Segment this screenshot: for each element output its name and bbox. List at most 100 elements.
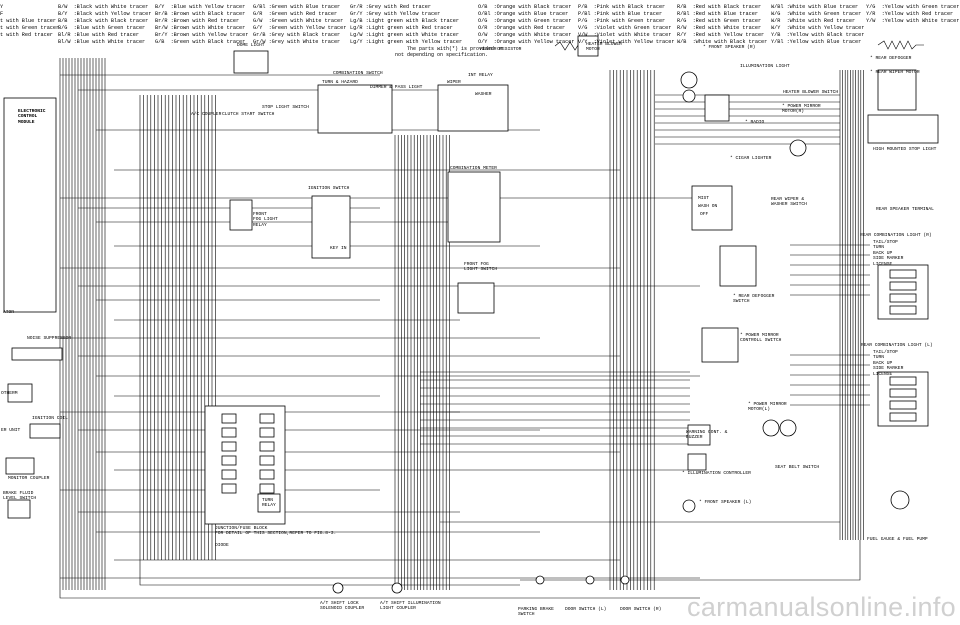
legend-entry: Y/W :Yellow with White tracer [866,18,960,24]
fuel-gauge-label: FUEL GAUGE & FUEL PUMP [867,537,928,542]
legend-entry: B/Y :Black with Yellow tracer [58,11,152,17]
legend-entry: Gr/B :Grey with Black tracer [253,32,341,38]
legend-entry: Gr/W :Grey with White tracer [253,39,341,45]
fuse-cell [259,469,275,480]
rear-combination-r-items: TAIL/STOP TURN BACK UP SIDE MARKER LICEN… [873,240,904,267]
dimmer-pass-label: DIMMER & PASS LIGHT [370,85,423,90]
power-mirror-control-label: * POWER MIRROR CONTROLL SWITCH [740,333,782,344]
power-mirror-motor-r-label: * POWER MIRROR MOTOR(R) [782,104,821,115]
legend-entry: B/W :Black with White tracer [58,4,149,10]
heater-blower-switch-box [704,94,730,122]
rear-defogger-switch-label: * REAR DEFOGGER SWITCH [733,294,775,305]
warning-buzzer-label: WARNING CONT. & BUZZER [686,430,728,441]
ignition-switch-box [311,195,351,259]
fuel-wire [520,540,861,581]
door-switch-l-symbol [585,575,595,585]
rear-defogger-label: * REAR DEFOGGER [870,56,912,61]
front-speaker-l-symbol [682,499,696,513]
legend-entry: t with Green tracer [0,25,60,31]
seat-belt-switch-label: SEAT BELT SWITCH [775,465,820,470]
legend-entry: Y [0,4,4,10]
rear-wiper-motor-box [877,69,917,111]
fuse-cell [259,441,275,452]
legend-entry: R/W :Red with White tracer [677,25,762,31]
otherm-label: OTHERM [1,391,18,396]
illumination-light-symbol [680,71,698,89]
legend-entry: W/B :White with Black tracer [677,39,768,45]
legend-entry: B/G :Blue with Green tracer [58,25,146,31]
dome-light-box [233,50,269,74]
rear-defogger-switch-box [719,245,757,287]
rear-wiper-washer-switch-label: REAR WIPER & WASHER SWITCH [771,197,807,208]
front-speaker-r-label: * FRONT SPEAKER (R) [703,45,756,50]
legend-entry: F [0,11,4,17]
stop-light-switch-label: STOP LIGHT SWITCH [262,105,309,110]
legend-entry: B/Y :Blue with Yellow tracer [155,4,246,10]
ecm-label: ELECTRONIC CONTROL MODULE [18,109,46,125]
mirror-motor-r-symbol [789,139,807,157]
warning-buzzer-box [687,424,711,446]
legend-entry: Y/B :Yellow with Black tracer [771,32,865,38]
bottom-wire [139,560,520,586]
legend-entry: G/Bl :Green with Blue tracer [253,4,341,10]
brake-fluid-switch-box [7,499,31,519]
diode-label: DIODE [215,543,229,548]
mirror-motor-l-symbol [762,419,780,437]
legend-entry: Lg/Y :Light green with Yellow tracer [350,39,463,45]
legend-entry: O/W :Orange with White tracer [478,32,572,38]
legend-entry: P/B :Pink with Black tracer [578,4,666,10]
ignition-coil-box [29,423,61,439]
wiper-switch-box [437,84,509,132]
legend-entry: V/G :Violet with Green tracer [578,25,672,31]
front-fog-switch-box [457,282,495,314]
turn-relay-box [257,493,281,513]
fuse-cell [221,455,237,466]
fuse-cell [259,455,275,466]
parking-brake-label: PARKING BRAKE SWITCH [518,607,554,618]
clutch-start-switch-label: CLUTCH START SWITCH [222,112,275,117]
legend-entry: Gr/Y :Grey with Yellow tracer [350,11,441,17]
ignition-switch-label: IGNITION SWITCH [308,186,350,191]
fuse-cell [259,427,275,438]
legend-entry: O/R :Orange with Red tracer [478,25,566,31]
door-switch-r-label: DOOR SWITCH (R) [620,607,662,612]
turn-relay-label: TURN RELAY [262,498,276,509]
radio-label: * RADIO [745,120,765,125]
lamp-cell [889,412,917,422]
legend-entry: Y/Bl :Yellow with Blue tracer [771,39,862,45]
combination-switch-box [317,84,393,134]
fuse-cell [221,441,237,452]
legend-entry: R/B :Red with Black tracer [677,4,762,10]
power-mirror-motor-l-label: * POWER MIRROR MOTOR(L) [748,402,787,413]
illumination-controller-label: * ILLUMINATION CONTROLLER [682,471,751,476]
legend-entry: G/B :Green with Black tracer [155,39,246,45]
heater-blower-switch-label: HEATER BLOWER SWITCH [783,90,839,95]
dome-light-label: DOME LIGHT [237,43,265,48]
legend-entry: Lg/W :Light green with White tracer [350,32,459,38]
lamp-cell [889,376,917,386]
noise-suppressor-label: NOISE SUPPRESSOR [27,336,72,341]
fuse-cell [221,483,237,494]
switch-row-wash-on: WASH ON [698,204,718,209]
front-fog-relay-label: FRONT FOG LIGHT RELAY [253,212,278,228]
switch-row-mist: MIST [698,196,710,201]
legend-entry: Br/R :Brown with Red tracer [155,18,240,24]
lamp-cell [889,388,917,398]
monitor-coupler-label: MONITOR COUPLER [8,476,50,481]
front-speaker-r-symbol [682,89,696,103]
door-switch-r-symbol [620,575,630,585]
key-in-label: KEY IN [330,246,347,251]
lamp-cell [889,400,917,410]
lamp-cell [889,293,917,303]
switch-row-off: OFF [700,212,709,217]
door-switch-l-label: DOOR SWITCH (L) [565,607,607,612]
legend-entry: B/B :Black with Black tracer [58,18,149,24]
rear-combination-l-label: REAR COMBINATION LIGHT (L) [861,343,933,348]
legend-entry: G/Y :Green with Yellow tracer [253,25,347,31]
ground-wire [59,590,700,599]
